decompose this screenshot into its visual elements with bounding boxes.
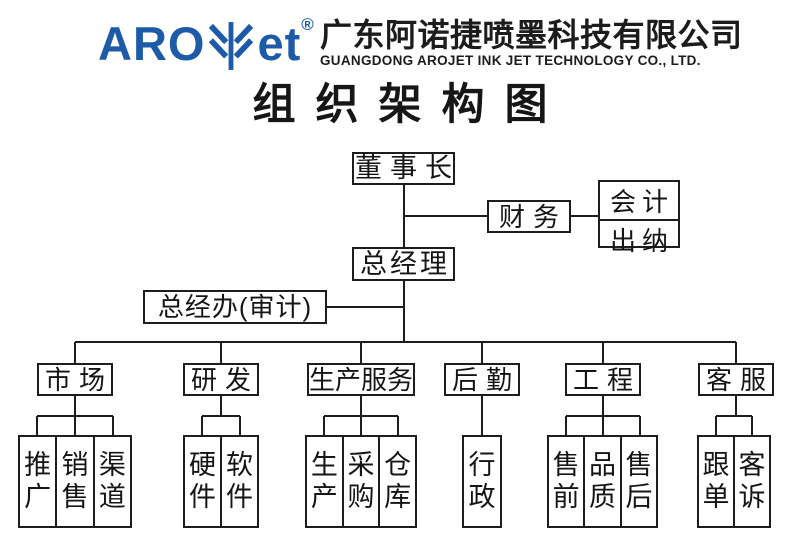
arojet-printhead-icon	[209, 22, 254, 70]
node-order-follow: 跟单	[702, 450, 730, 512]
node-accounting-cashier: 会计 出纳	[598, 180, 680, 256]
node-presales: 售前	[552, 450, 580, 512]
node-aftersales: 售后	[619, 437, 656, 526]
node-production: 生产	[310, 450, 338, 512]
customer-service-subgroup: 跟单 客诉	[697, 435, 771, 528]
node-chairman: 董事长	[352, 152, 455, 185]
node-channel: 渠道	[92, 437, 130, 526]
node-purchasing: 采购	[341, 437, 379, 526]
production-subgroup: 生产 采购 仓库	[305, 435, 417, 528]
rnd-subgroup: 硬件 软件	[183, 435, 259, 528]
header: ARO et ® 广东阿诺捷喷墨科技有限公司 GUANGDONG AROJET …	[0, 14, 800, 78]
logo-text-et: et	[257, 17, 302, 70]
arojet-logo: ARO et ®	[98, 15, 314, 74]
dept-production-service: 生产服务	[307, 363, 415, 396]
market-subgroup: 推广 销售 渠道	[18, 435, 132, 528]
node-administration: 行政	[468, 450, 496, 512]
registered-mark: ®	[301, 15, 314, 34]
node-hardware: 硬件	[189, 450, 216, 512]
node-finance: 财务	[487, 200, 571, 233]
node-software: 软件	[220, 437, 257, 526]
node-customer-complaint: 客诉	[733, 437, 769, 526]
company-name-cn: 广东阿诺捷喷墨科技有限公司	[320, 17, 743, 53]
node-quality: 品质	[583, 437, 619, 526]
dept-logistics: 后勤	[444, 363, 520, 396]
node-gm-office-audit: 总经办(审计)	[143, 290, 327, 324]
node-general-manager: 总经理	[352, 247, 455, 281]
node-accounting: 会计	[609, 187, 674, 217]
node-cashier: 出纳	[600, 219, 678, 258]
dept-customer-service: 客服	[698, 363, 774, 396]
node-promotion: 推广	[24, 450, 52, 512]
logo-text-aro: ARO	[98, 17, 206, 70]
node-warehouse: 仓库	[378, 437, 415, 526]
company-name-en: GUANGDONG AROJET INK JET TECHNOLOGY CO.,…	[320, 53, 701, 68]
engineering-subgroup: 售前 品质 售后	[547, 435, 658, 528]
dept-rnd: 研发	[183, 363, 259, 396]
company-name-block: 广东阿诺捷喷墨科技有限公司 GUANGDONG AROJET INK JET T…	[320, 18, 743, 68]
page-title: 组织架构图	[252, 81, 568, 129]
node-sales: 销售	[55, 437, 92, 526]
logistics-subgroup: 行政	[462, 435, 502, 528]
dept-engineering: 工程	[565, 363, 641, 396]
dept-market: 市场	[37, 363, 113, 396]
